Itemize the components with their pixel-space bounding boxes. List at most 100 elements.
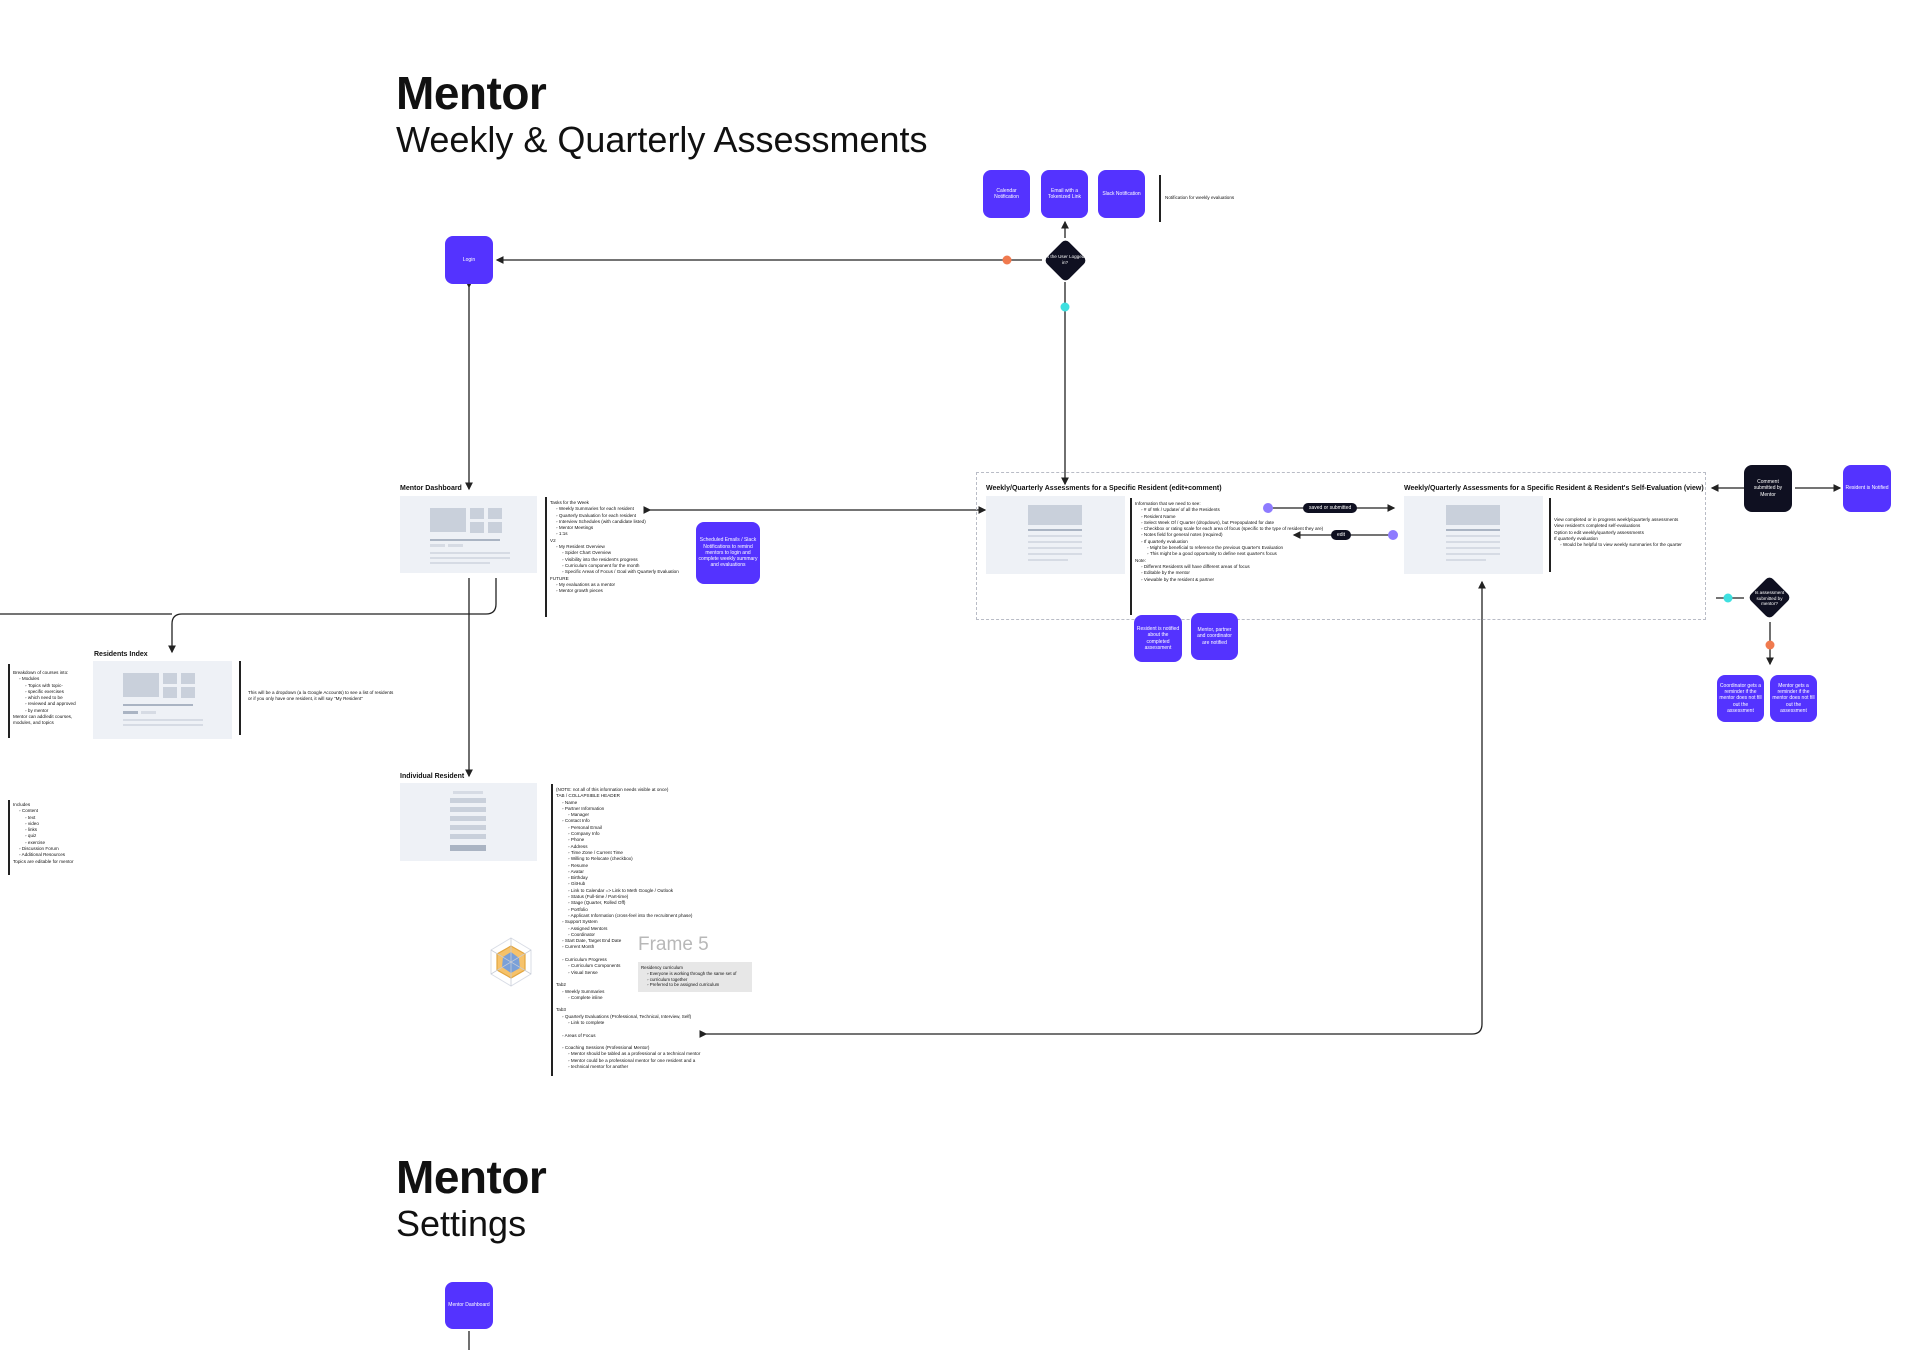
note-line: ◦ If quarterly evaluation [1141, 538, 1188, 544]
weekly-view-wireframe[interactable] [1404, 496, 1543, 574]
note-line: ◦ GitHub [568, 881, 586, 887]
note-line: ◦ Address [568, 843, 588, 849]
saved-submitted-pill[interactable]: saved or submitted [1303, 503, 1358, 513]
note-line: ◦ Status (Full-time / Part-time) [568, 894, 629, 900]
note-line: ◦ specific exercises [25, 688, 64, 694]
individual-frame-title: Individual Resident [400, 773, 465, 780]
note-line: ◦ Willing to Relocate (checkbox) [568, 856, 633, 862]
settings-dashboard-node[interactable]: Mentor Dashboard [445, 1282, 493, 1329]
note-line: ◦ Company Info [568, 831, 600, 837]
note-line: ◦ quiz [25, 833, 37, 839]
note-line: ◦ Coaching Sessions (Professional Mentor… [562, 1045, 650, 1051]
note-line: ◦ by mentor [25, 707, 49, 713]
note-line: ◦ My Resident Overview [556, 544, 605, 550]
note-line: ◦ Mentor Meetings [556, 525, 594, 531]
comment-submitted-node[interactable]: Comment submitted by Mentor [1744, 465, 1792, 512]
note-line: ◦ links [25, 827, 38, 833]
note-line: ◦ Spider Chart Overview [562, 550, 612, 556]
dashboard-wireframe[interactable] [400, 496, 537, 573]
note-line: ◦ Applicant Information (cross-feel into… [568, 912, 693, 918]
weekly-view-frame-title: Weekly/Quarterly Assessments for a Speci… [1404, 485, 1704, 492]
frame5-callout: Residency curriculum◦ Everyone is workin… [638, 962, 752, 992]
note-line: ◦ My evaluations as a mentor [556, 581, 616, 587]
note-line: ◦ Viewable by the resident & partner [1141, 576, 1215, 582]
mentor-reminder-node[interactable]: Mentor gets a reminder if the mentor doe… [1770, 675, 1817, 722]
note-line: ◦ Resume [568, 862, 589, 868]
note-line: If quarterly evaluation [1554, 535, 1598, 541]
note-line: modules, and topics [13, 720, 54, 726]
note-line: Option to edit weekly/quarterly assessme… [1554, 529, 1644, 535]
note-line: ◦ Support System [562, 919, 598, 925]
calendar-notification-node[interactable]: Calendar Notification [983, 170, 1030, 218]
login-node[interactable]: Login [445, 236, 493, 284]
note-line: ◦ Phone [568, 837, 585, 843]
note-line: ◦ which need to be [25, 695, 63, 701]
note-line: ◦ Weekly Summaries [562, 988, 605, 994]
note-line: ◦ Avatar [568, 868, 584, 874]
weekly-edit-frame-title: Weekly/Quarterly Assessments for a Speci… [986, 485, 1222, 492]
note-line: ◦ curriculum together [647, 976, 688, 982]
edit-pill[interactable]: edit [1331, 530, 1352, 540]
dashboard-notes: Tasks for the Week◦ Weekly Summaries for… [550, 500, 679, 594]
note-line: ◦ Select Week Of / Quarter (dropdown), b… [1141, 519, 1275, 525]
scheduled-reminder-node[interactable]: Scheduled Emails / Slack Notifications t… [696, 522, 760, 584]
note-line: ◦ Additional Resources [19, 852, 66, 858]
individual-notes: (NOTE: not all of this information needs… [556, 787, 700, 1070]
weekly-edit-wireframe[interactable] [986, 496, 1125, 574]
note-line: ◦ # of Wk / Update/ of all the Residents [1141, 507, 1220, 513]
divider [1159, 175, 1161, 222]
note-line: ◦ Weekly Summaries for each resident [556, 506, 634, 512]
note-line: ◦ Quarterly Evaluation for each resident [556, 512, 637, 518]
settings-subtitle: Settings [396, 1203, 527, 1244]
note-line: View resident's completed self-evaluatio… [1554, 523, 1641, 529]
note-line: ◦ Everyone is working through the same s… [647, 970, 737, 976]
note-line: Breakdown of courses into: [13, 670, 69, 675]
page-subtitle: Weekly & Quarterly Assessments [396, 119, 928, 160]
note-line: ◦ Birthday [568, 875, 588, 881]
note-line: ◦ Personal Email [568, 824, 602, 830]
spider-chart-icon [490, 937, 532, 987]
note-line: Note: [1135, 557, 1146, 563]
note-line: ◦ Notes field for general notes (require… [1141, 532, 1223, 538]
note-line: ◦ Visibility into the resident's progres… [562, 556, 638, 562]
resident-notified-completed-node[interactable]: Resident is notified about the completed… [1134, 615, 1182, 662]
page-title: Mentor [396, 67, 547, 119]
note-line: ◦ Specific Areas of Focus / Goal with Qu… [562, 569, 679, 575]
note-line: ◦ Modules [19, 676, 40, 682]
note-line: ◦ Quarterly Evaluations (Professional, T… [562, 1013, 692, 1019]
content-notes: Includes◦ Content◦ text◦ video◦ links◦ q… [13, 802, 74, 865]
note-line: ◦ Might be beneficial to reference the p… [1147, 545, 1284, 551]
coordinator-reminder-node[interactable]: Coordinator gets a reminder if the mento… [1717, 675, 1764, 722]
divider [8, 800, 10, 875]
slack-notification-node[interactable]: Slack Notification [1098, 170, 1145, 218]
note-line: ◦ Discussion Forum [19, 846, 59, 852]
note-line: TAB / COLLAPSIBLE HEADER [556, 793, 620, 799]
note-line: ◦ Mentor could be a professional mentor … [568, 1057, 696, 1063]
mentor-partner-notified-node[interactable]: Mentor, partner and coordinator are noti… [1191, 613, 1238, 660]
note-line: ◦ Would be helpful to view weekly summar… [1560, 542, 1682, 548]
note-line: ◦ This might be a good opportunity to de… [1147, 551, 1277, 557]
note-line: ◦ Interview Schedules (with candidate li… [556, 518, 646, 524]
note-line: ◦ Complete inline [568, 994, 603, 1000]
logged-in-decision-label: Is the User Logged in? [1045, 254, 1085, 265]
note-line: ◦ Name [562, 799, 578, 805]
note-line: ◦ Time Zone / Current Time [568, 849, 623, 855]
individual-wireframe[interactable] [400, 783, 537, 861]
note-line: ◦ Preferred to be assigned curriculum [647, 982, 720, 988]
note-line: ◦ Link to complete [568, 1019, 605, 1025]
note-line: ◦ technical mentor for another [568, 1064, 629, 1070]
note-line: ◦ Mentor should be tabled as a professio… [568, 1051, 701, 1057]
note-line: Information that we need to see: [1135, 501, 1201, 506]
resident-notified-node[interactable]: Resident is Notified [1843, 465, 1891, 512]
note-line: ◦ exercise [25, 839, 46, 845]
frame5-label: Frame 5 [638, 934, 709, 955]
divider [545, 497, 547, 617]
weekly-view-notes: View completed or in progress weekly/qua… [1554, 517, 1682, 548]
residents-index-wireframe[interactable] [93, 661, 232, 739]
note-line: ◦ Editable by the mentor [1141, 570, 1190, 576]
note-line: ◦ text [25, 814, 36, 820]
note-line: ◦ Areas of Focus [562, 1032, 596, 1038]
email-link-node[interactable]: Email with a Tokenized Link [1041, 170, 1088, 218]
divider [8, 664, 10, 738]
